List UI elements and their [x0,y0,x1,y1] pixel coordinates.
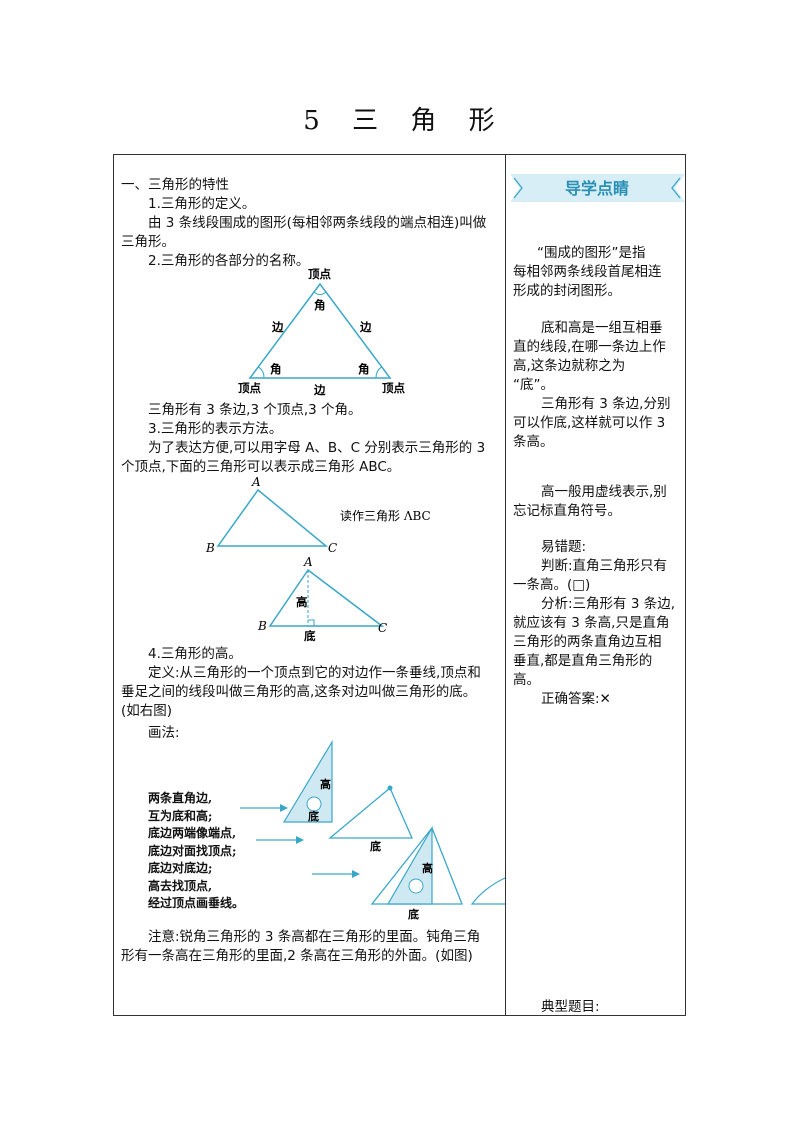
rhyme-line: 底边对底边; [148,861,213,875]
label-c: C [378,621,387,635]
column-divider [505,154,506,1016]
label-height: 高 [296,595,308,609]
side-note: 条高。 [513,434,554,450]
side-note: 就应该有 3 条高,只是直角 [513,615,670,631]
side-note: 判断:直角三角形只有 [541,558,668,574]
side-note: 典型题目: [541,999,600,1015]
label-angle-left: 角 [270,362,282,376]
side-note: 垂直,都是直角三角形的 [513,653,653,669]
rhyme-line: 高去找顶点, [148,878,213,893]
rhyme-line: 底边两端像端点, [148,826,237,840]
method-label: 画法: [148,725,180,741]
rhyme-line: 两条直角边, [148,791,213,805]
content-table [113,154,686,1016]
label-c: C [328,541,337,555]
paragraph: 三角形有 3 条边,3 个顶点,3 个角。 [148,402,362,418]
side-note: 底和高是一组互相垂 [541,320,663,336]
label-angle-right: 角 [358,362,370,376]
label-height: 高 [320,777,331,791]
label-edge-left: 边 [271,320,284,334]
side-note: 高一般用虚线表示,别 [541,484,667,500]
label-b: B [205,541,215,555]
side-note: “围成的图形”是指 [537,245,646,261]
label-edge-right: 边 [359,320,372,334]
label-edge-bottom: 边 [313,383,326,396]
drawing-method-figure: 高 底 底 高 底 [240,739,505,921]
rhyme-line: 底边对面找顶点; [148,843,237,858]
paragraph: (如右图) [121,703,173,719]
triangle-height-figure: A B C 高 底 [257,555,387,643]
side-note: 忘记标直角符号。 [513,503,621,519]
section-heading: 一、三角形的特性 [121,177,229,193]
note: 形有一条高在三角形的里面,2 条高在三角形的外面。(如图) [121,948,473,964]
side-note: 易错题: [541,539,587,555]
subheading-height: 4.三角形的高。 [148,646,242,662]
label-vertex-left: 顶点 [238,381,261,395]
side-note: 可以作底,这样就可以作 3 [513,415,666,431]
side-note: 每相邻两条线段首尾相连 [513,264,662,280]
paragraph: 定义:从三角形的一个顶点到它的对边作一条垂线,顶点和 [148,665,481,681]
label-base: 底 [408,907,419,921]
paragraph: 个顶点,下面的三角形可以表示成三角形 ABC。 [121,459,401,475]
side-note: 高,这条边就称之为 [513,358,626,374]
label-a: A [251,475,261,489]
side-note: 三角形的两条直角边互相 [513,634,662,650]
note: 注意:锐角三角形的 3 条高都在三角形的里面。钝角三角 [148,929,481,945]
drawing-rhyme: 两条直角边, 互为底和高; 底边两端像端点, 底边对面找顶点; 底边对底边; 高… [148,790,244,913]
subheading-definition: 1.三角形的定义。 [148,196,256,212]
rhyme-line: 互为底和高; [148,808,213,823]
title-char: 形 [468,106,497,136]
page-title: 5 三 角 形 [0,100,800,137]
side-note: 高。 [513,672,540,688]
title-number: 5 [303,106,322,136]
label-b: B [257,619,267,633]
side-note: 分析:三角形有 3 条边, [541,596,676,612]
label-angle-top: 角 [314,298,326,312]
paragraph: 由 3 条线段围成的图形(每相邻两条线段的端点相连)叫做 [148,215,487,231]
triangle-parts-figure: 顶点 角 边 边 角 角 顶点 边 顶点 [238,267,405,396]
label-base: 底 [304,629,316,643]
subheading-parts: 2.三角形的各部分的名称。 [148,253,310,269]
rhyme-line: 经过顶点画垂线。 [148,896,245,910]
paragraph: 为了表达方便,可以用字母 A、B、C 分别表示三角形的 3 [148,440,486,456]
read-as-label: 读作三角形 ΛBC [340,509,431,523]
label-base: 底 [370,839,381,853]
triangle-abc-figure: A B C 读作三角形 ΛBC [205,475,431,555]
label-vertex-top: 顶点 [308,267,331,281]
label-vertex-right: 顶点 [382,381,405,395]
side-note: 三角形有 3 条边,分别 [541,396,671,412]
title-char: 三 [352,106,381,136]
paragraph: 垂足之间的线段叫做三角形的高,这条对边叫做三角形的底。 [121,684,477,700]
paragraph: 三角形。 [121,234,175,250]
label-height: 高 [422,861,433,875]
side-note: 直的线段,在哪一条边上作 [513,339,666,355]
side-note: 一条高。(□) [513,577,591,593]
label-base: 底 [308,809,319,823]
title-char: 角 [410,106,439,136]
side-note: 正确答案:✕ [541,691,611,707]
guide-banner: 导学点睛 [510,174,685,202]
side-note: “底”。 [513,377,554,393]
banner-title: 导学点睛 [565,179,629,198]
label-a: A [303,555,313,569]
side-note: 形成的封闭图形。 [513,283,621,299]
subheading-notation: 3.三角形的表示方法。 [148,421,283,437]
